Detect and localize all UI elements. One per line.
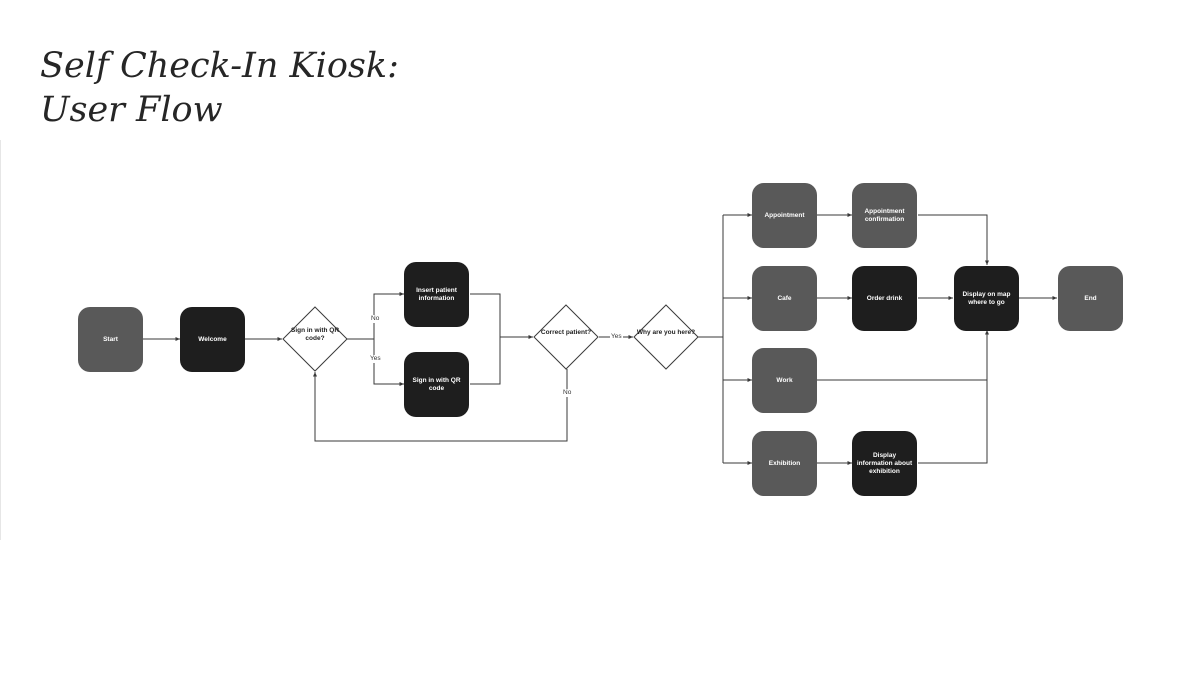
- edge-correct-no-loop: [313, 369, 568, 442]
- node-insert-patient-information: Insert patient information: [404, 262, 469, 327]
- node-display-on-map: Display on map where to go: [954, 266, 1019, 331]
- edge-signin-yes: [373, 339, 404, 386]
- node-appointment-confirmation: Appointment confirmation: [852, 183, 917, 248]
- title-line-2: User Flow: [40, 90, 223, 130]
- node-sign-in-with-qr-code: Sign in with QR code: [404, 352, 469, 417]
- decision-correct-patient-label: Correct patient?: [540, 329, 592, 336]
- node-appointment: Appointment: [752, 183, 817, 248]
- title-line-1: Self Check-In Kiosk:: [40, 46, 399, 86]
- node-start: Start: [78, 307, 143, 372]
- node-work: Work: [752, 348, 817, 413]
- page-title: Self Check-In Kiosk: User Flow: [40, 44, 399, 132]
- edge-label-yes-bottom: Yes: [369, 355, 382, 363]
- node-end: End: [1058, 266, 1123, 331]
- edge-insert-merge: [470, 293, 501, 385]
- decision-why-here-label: Why are you here?: [636, 329, 696, 336]
- node-display-information-about-exhibition: Display information about exhibition: [852, 431, 917, 496]
- edge-label-yes-correct: Yes: [610, 333, 623, 341]
- decision-why-here-shape: [633, 304, 699, 370]
- decision-sign-in-qr-shape: [282, 306, 348, 372]
- edge-label-no-top: No: [370, 315, 381, 323]
- node-cafe: Cafe: [752, 266, 817, 331]
- node-order-drink: Order drink: [852, 266, 917, 331]
- decision-sign-in-qr-label: Sign in with QR code?: [290, 327, 340, 342]
- edge-info-map: [918, 330, 989, 464]
- decision-correct-patient-shape: [533, 304, 599, 370]
- node-exhibition: Exhibition: [752, 431, 817, 496]
- edge-confirmation-map: [918, 214, 989, 265]
- node-welcome: Welcome: [180, 307, 245, 372]
- left-edge-divider: [0, 140, 1, 540]
- edge-label-no-correct: No: [562, 389, 573, 397]
